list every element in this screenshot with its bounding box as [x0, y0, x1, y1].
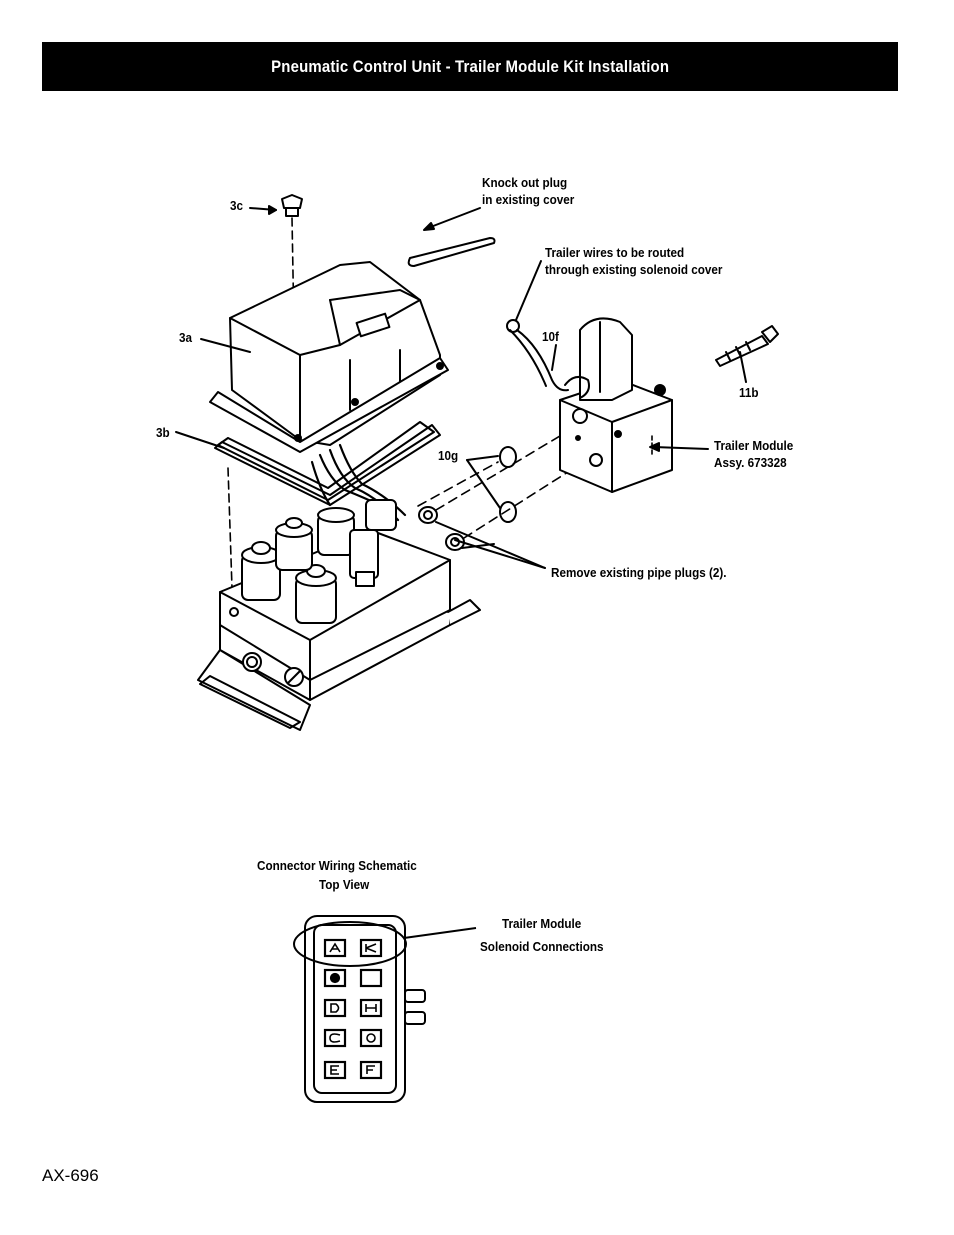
label-10f: 10f [542, 329, 559, 344]
label-trailer-wires-line1: Trailer wires to be routed [545, 245, 685, 260]
schematic-callout-line1: Trailer Module [502, 916, 582, 931]
label-knockout-line1: Knock out plug [482, 175, 568, 190]
trailer-module-assy [559, 317, 673, 493]
knockout-plug [407, 237, 496, 267]
solenoid-cover-3a [209, 261, 449, 453]
leader-knockout [427, 207, 481, 229]
page-title: Pneumatic Control Unit - Trailer Module … [270, 56, 670, 76]
leader-3a [200, 338, 251, 353]
schematic-title-line2: Top View [319, 877, 370, 892]
connector-housing [304, 915, 406, 1103]
valve-body [197, 499, 481, 731]
schematic-title-line1: Connector Wiring Schematic [257, 858, 417, 873]
document-number: AX-696 [42, 1166, 99, 1185]
pipe-plugs [418, 506, 465, 551]
label-3c: 3c [230, 198, 244, 213]
label-3b: 3b [156, 425, 170, 440]
label-11b: 11b [739, 385, 759, 400]
bolt-11b [715, 325, 779, 367]
label-knockout-line2: in existing cover [482, 192, 575, 207]
trailer-wires-10f [506, 260, 569, 392]
leader-3b [175, 431, 225, 449]
label-trailer-module-line1: Trailer Module [714, 438, 794, 453]
label-3a: 3a [179, 330, 193, 345]
leader-10g [466, 455, 499, 461]
callout-oval [293, 921, 407, 967]
label-trailer-wires-line2: through existing solenoid cover [545, 262, 723, 277]
page-header: Pneumatic Control Unit - Trailer Module … [42, 42, 898, 91]
leader-11b [739, 351, 747, 383]
connector-pins [323, 938, 383, 1080]
label-10g: 10g [438, 448, 459, 463]
label-remove-plugs: Remove existing pipe plugs (2). [551, 565, 727, 580]
schematic-callout-line2: Solenoid Connections [480, 939, 604, 954]
label-trailer-module-line2: Assy. 673328 [714, 455, 787, 470]
leader-trailer-module [653, 446, 709, 450]
